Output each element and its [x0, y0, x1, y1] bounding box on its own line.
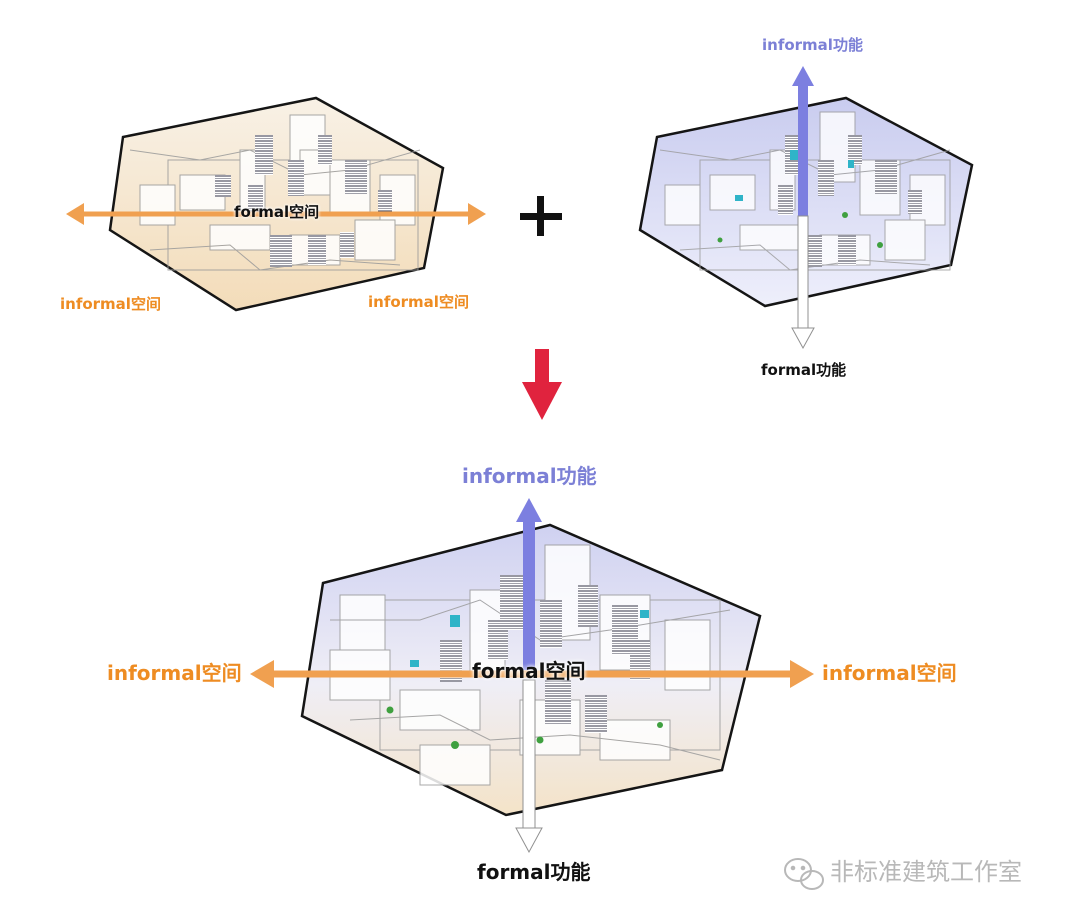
- panel-c-right-label: informal空间: [822, 663, 957, 683]
- panel-a-center-label: formal空间: [234, 205, 319, 220]
- panel-b-bottom-label: formal功能: [761, 363, 846, 378]
- red-down-arrow: [522, 349, 562, 420]
- wechat-icon: [785, 859, 823, 889]
- panel-b-function-model: [640, 66, 972, 348]
- panel-c-top-label: informal功能: [462, 466, 597, 486]
- plus-operator: [520, 196, 562, 236]
- panel-a-right-label: informal空间: [368, 295, 469, 310]
- panel-b-top-label: informal功能: [762, 38, 863, 53]
- watermark-text: 非标准建筑工作室: [830, 860, 1022, 884]
- panel-a-left-label: informal空间: [60, 297, 161, 312]
- panel-c-center-label: formal空间: [472, 661, 586, 681]
- panel-c-bottom-label: formal功能: [477, 862, 591, 882]
- panel-c-left-label: informal空间: [107, 663, 242, 683]
